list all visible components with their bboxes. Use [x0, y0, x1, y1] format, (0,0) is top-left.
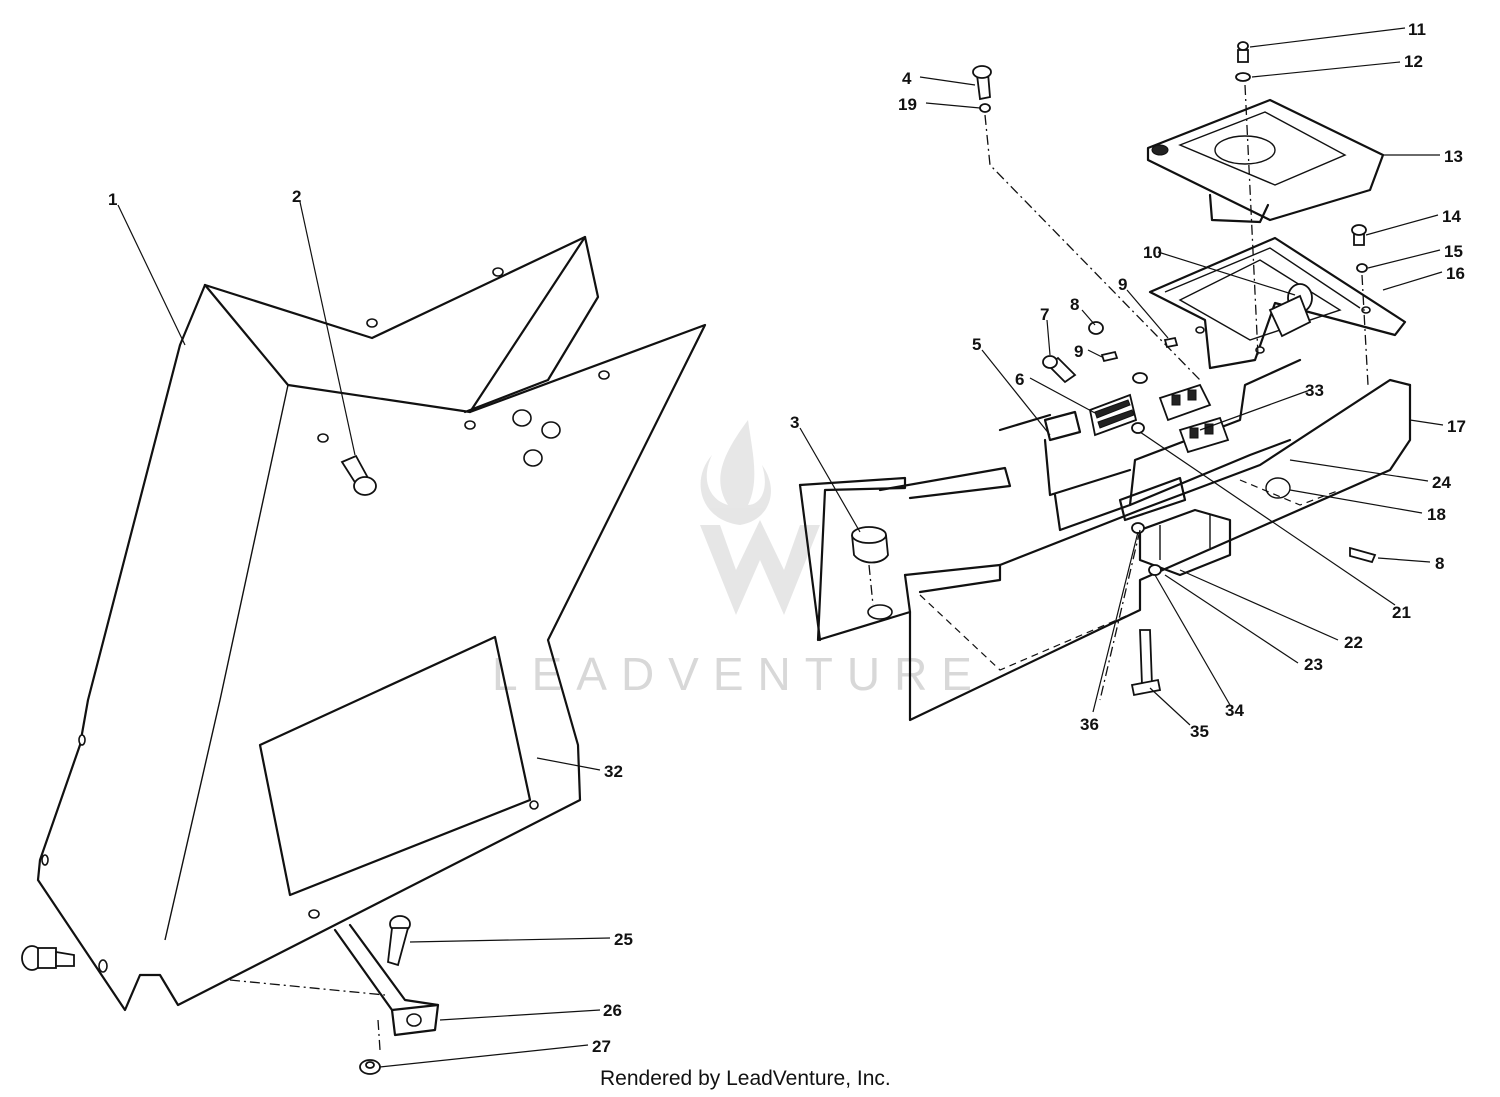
nut-27: [359, 1059, 381, 1075]
callout-34: 34: [1225, 701, 1244, 720]
callout-6: 6: [1015, 370, 1024, 389]
callout-7: 7: [1040, 305, 1049, 324]
callout-12: 12: [1404, 52, 1423, 71]
callout-3: 3: [790, 413, 799, 432]
callout-24: 24: [1432, 473, 1451, 492]
hood-panel: [21, 235, 707, 1075]
callout-32: 32: [604, 762, 623, 781]
callout-8-top: 8: [1070, 295, 1079, 314]
callout-33: 33: [1305, 381, 1324, 400]
callout-labels: 1 2 32 25 26 27 3 4 19 5 6 7 8 9 9 10 11…: [108, 20, 1466, 1056]
callout-19: 19: [898, 95, 917, 114]
callout-9-upper: 9: [1118, 275, 1127, 294]
callout-2: 2: [292, 187, 301, 206]
callout-14: 14: [1442, 207, 1461, 226]
callout-10: 10: [1143, 243, 1162, 262]
switch-upper: [1158, 383, 1212, 422]
bolt-25: [387, 915, 411, 967]
callout-15: 15: [1444, 242, 1463, 261]
callout-17: 17: [1447, 417, 1466, 436]
knob-3: [851, 526, 893, 620]
footer-credit: Rendered by LeadVenture, Inc.: [600, 1067, 891, 1090]
ignition-switch-10: [1268, 283, 1313, 338]
callout-16: 16: [1446, 264, 1465, 283]
mount-bracket: [1138, 508, 1232, 577]
callout-27: 27: [592, 1037, 611, 1056]
dash-assembly: [798, 41, 1412, 722]
callout-1: 1: [108, 190, 117, 209]
callout-25: 25: [614, 930, 633, 949]
bolt-left: [21, 945, 75, 971]
callout-23: 23: [1304, 655, 1323, 674]
callout-8-right: 8: [1435, 554, 1444, 573]
callout-26: 26: [603, 1001, 622, 1020]
watermark-flame-logo: [700, 420, 820, 615]
callout-4: 4: [902, 69, 912, 88]
callout-35: 35: [1190, 722, 1209, 741]
callout-5: 5: [972, 335, 981, 354]
bracket-26: [333, 923, 440, 1051]
callout-13: 13: [1444, 147, 1463, 166]
callout-36: 36: [1080, 715, 1099, 734]
callout-9-lower: 9: [1074, 342, 1083, 361]
bolt-35: [1130, 629, 1162, 697]
watermark-text: LEADVENTURE: [492, 648, 986, 700]
bolt-2: [340, 454, 377, 496]
cover-13: [1146, 98, 1385, 224]
watermark: LEADVENTURE: [492, 420, 986, 700]
callout-22: 22: [1344, 633, 1363, 652]
decal-panel: [258, 635, 532, 897]
switch-lower: [1178, 416, 1230, 454]
callout-11: 11: [1408, 20, 1426, 39]
callout-21: 21: [1392, 603, 1411, 622]
callout-18: 18: [1427, 505, 1446, 524]
leader-lines: [117, 27, 1444, 1068]
terminal-block-6: [1088, 393, 1138, 437]
